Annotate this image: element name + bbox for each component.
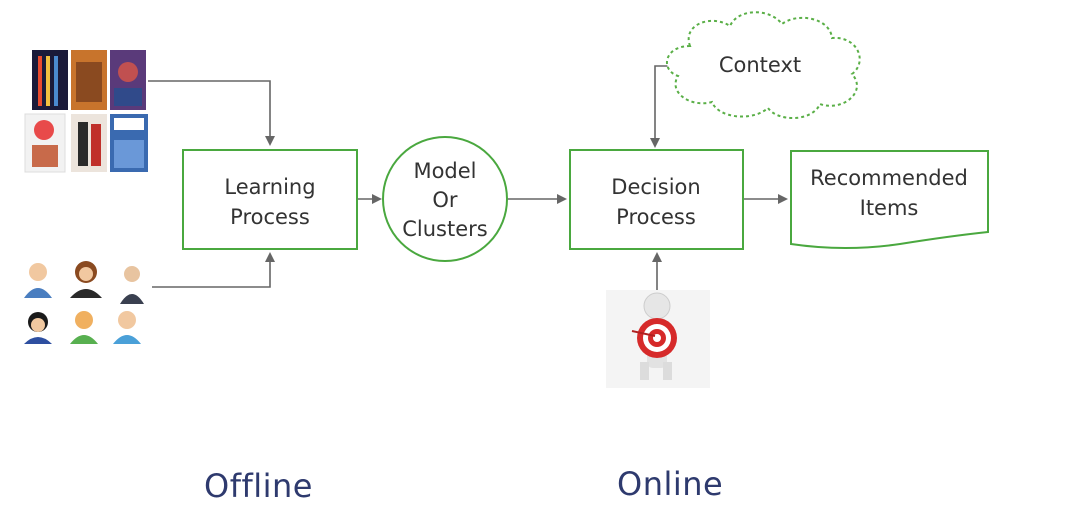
learning-process-line-2: Process	[230, 205, 310, 229]
model-line-2: Or	[432, 188, 458, 212]
movie-posters-icon	[24, 50, 148, 173]
online-label: Online	[617, 465, 724, 503]
context-node: Context	[666, 11, 861, 120]
model-line-3: Clusters	[402, 217, 487, 241]
user-avatar	[70, 311, 98, 344]
user-avatar	[24, 312, 52, 344]
recommended-items-line-2: Items	[860, 196, 919, 220]
model-node: Model Or Clusters	[382, 136, 508, 262]
posters-to-learning-arrow	[148, 80, 275, 146]
decision-process-line-1: Decision	[611, 175, 700, 199]
model-line-1: Model	[413, 159, 476, 183]
recommended-items-node: Recommended Items	[790, 150, 989, 249]
user-avatars-icon	[24, 261, 144, 344]
user-avatar	[113, 311, 141, 344]
target-person-icon	[606, 290, 710, 388]
user-avatar	[24, 263, 52, 298]
recommended-items-line-1: Recommended	[810, 166, 968, 190]
decision-process-node: Decision Process	[569, 149, 744, 250]
learning-process-node: Learning Process	[182, 149, 358, 250]
user-avatar	[70, 261, 102, 298]
context-to-decision-arrow	[650, 65, 680, 148]
offline-label: Offline	[204, 467, 313, 505]
user-avatar	[120, 266, 144, 304]
decision-process-line-2: Process	[616, 205, 696, 229]
learning-process-line-1: Learning	[224, 175, 315, 199]
users-to-learning-arrow	[152, 252, 275, 288]
context-label: Context	[719, 53, 801, 77]
